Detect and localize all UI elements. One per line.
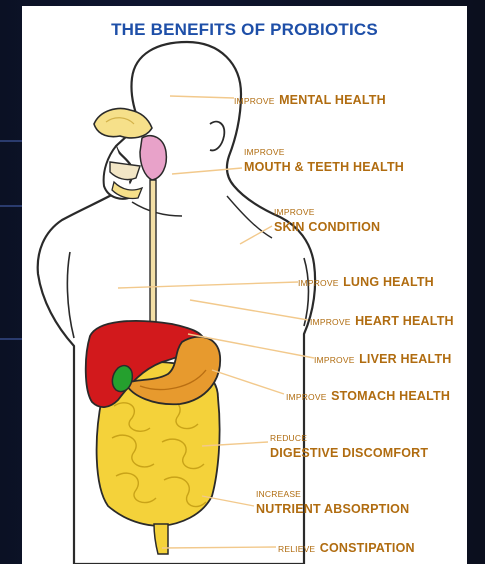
- label-prefix: REDUCE: [270, 434, 428, 443]
- label-name: NUTRIENT ABSORPTION: [256, 503, 409, 516]
- label-prefix: IMPROVE: [310, 317, 351, 327]
- label-heart-health: IMPROVE HEART HEALTH: [310, 313, 454, 329]
- infographic-card: THE BENEFITS OF PROBIOTICS IMPROVE MENTA…: [22, 6, 467, 564]
- label-prefix: IMPROVE: [274, 208, 380, 217]
- label-prefix: INCREASE: [256, 490, 409, 499]
- label-prefix: IMPROVE: [314, 355, 355, 365]
- label-name: STOMACH HEALTH: [331, 389, 450, 403]
- label-mental-health: IMPROVE MENTAL HEALTH: [234, 92, 386, 108]
- label-name: CONSTIPATION: [320, 541, 415, 555]
- label-name: LUNG HEALTH: [343, 275, 434, 289]
- label-constipation: RELIEVE CONSTIPATION: [278, 540, 415, 556]
- label-mouth-teeth-health: IMPROVE MOUTH & TEETH HEALTH: [244, 148, 404, 173]
- label-name: MENTAL HEALTH: [279, 93, 386, 107]
- infographic-title: THE BENEFITS OF PROBIOTICS: [22, 20, 467, 40]
- label-name: LIVER HEALTH: [359, 352, 451, 366]
- label-prefix: IMPROVE: [286, 392, 327, 402]
- label-prefix: IMPROVE: [298, 278, 339, 288]
- label-name: SKIN CONDITION: [274, 221, 380, 234]
- label-name: DIGESTIVE DISCOMFORT: [270, 447, 428, 460]
- label-prefix: IMPROVE: [234, 96, 275, 106]
- label-name: HEART HEALTH: [355, 314, 454, 328]
- label-prefix: RELIEVE: [278, 544, 315, 554]
- label-lung-health: IMPROVE LUNG HEALTH: [298, 274, 434, 290]
- label-skin-condition: IMPROVE SKIN CONDITION: [274, 208, 380, 233]
- label-prefix: IMPROVE: [244, 148, 404, 157]
- label-name: MOUTH & TEETH HEALTH: [244, 161, 404, 174]
- label-nutrient-absorption: INCREASE NUTRIENT ABSORPTION: [256, 490, 409, 515]
- esophagus: [150, 180, 156, 334]
- label-liver-health: IMPROVE LIVER HEALTH: [314, 351, 452, 367]
- label-stomach-health: IMPROVE STOMACH HEALTH: [286, 388, 450, 404]
- label-digestive-discomfort: REDUCE DIGESTIVE DISCOMFORT: [270, 434, 428, 459]
